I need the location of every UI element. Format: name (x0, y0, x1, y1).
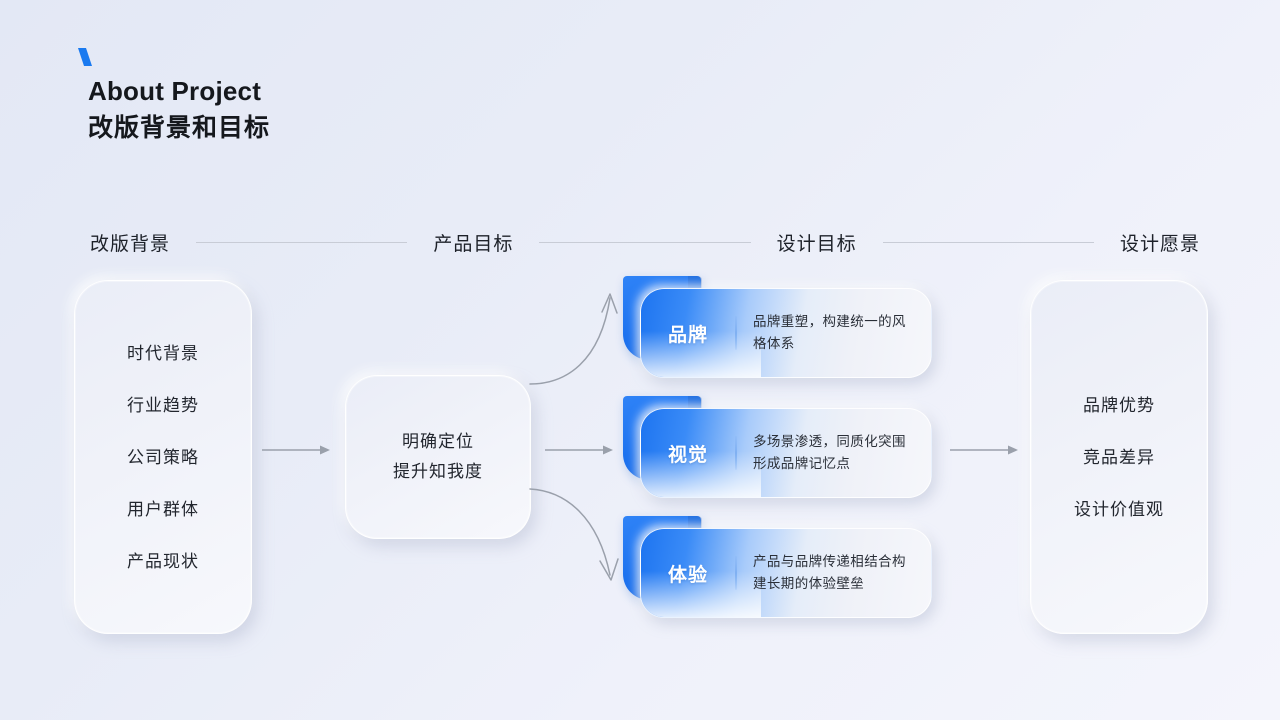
list-item: 时代背景 (127, 343, 199, 363)
column-header-product-goal: 产品目标 (433, 233, 514, 255)
design-goal-card-experience: 体验 产品与品牌传递相结合构建长期的体验壁垒 (623, 516, 932, 618)
column-header-background: 改版背景 (90, 233, 171, 255)
design-goal-card-brand: 品牌 品牌重塑，构建统一的风格体系 (623, 276, 932, 378)
slash-accent-icon (72, 46, 98, 72)
design-goal-card-visual: 视觉 多场景渗透，同质化突围形成品牌记忆点 (623, 396, 932, 498)
vision-card: 品牌优势 竞品差异 设计价值观 (1030, 280, 1208, 634)
column-header-design-goal: 设计目标 (776, 233, 857, 255)
product-goal-card: 明确定位 提升知我度 (345, 375, 531, 539)
list-item: 设计价值观 (1074, 499, 1164, 519)
vertical-divider (735, 316, 737, 350)
design-goal-label: 品牌 (667, 324, 708, 346)
design-goal-label: 体验 (667, 564, 708, 586)
page-title-cn: 改版背景和目标 (88, 114, 271, 143)
list-item: 用户群体 (127, 499, 199, 519)
design-goal-body: 视觉 多场景渗透，同质化突围形成品牌记忆点 (640, 408, 932, 498)
column-header-rule (539, 241, 751, 243)
design-goal-text: 多场景渗透，同质化突围形成品牌记忆点 (753, 434, 906, 471)
column-header-rule (196, 241, 408, 243)
column-header-row: 改版背景 产品目标 设计目标 设计愿景 (90, 226, 1200, 258)
design-goal-text: 产品与品牌传递相结合构建长期的体验壁垒 (753, 554, 906, 591)
arrow-goal-to-brand-icon (529, 293, 618, 385)
background-card: 时代背景 行业趋势 公司策略 用户群体 产品现状 (74, 280, 252, 634)
product-goal-line: 明确定位 (402, 432, 474, 451)
vertical-divider (735, 436, 737, 470)
list-item: 公司策略 (127, 447, 199, 467)
arrow-goal-to-design-icon (545, 445, 613, 455)
arrow-goal-to-experience-icon (529, 488, 619, 581)
page-header: About Project 改版背景和目标 (78, 46, 271, 143)
arrow-design-to-vision-icon (950, 445, 1018, 455)
column-header-design-vision: 设计愿景 (1119, 233, 1200, 255)
vertical-divider (735, 556, 737, 590)
design-goal-body: 品牌 品牌重塑，构建统一的风格体系 (640, 288, 932, 378)
list-item: 竞品差异 (1083, 447, 1155, 467)
arrow-background-to-goal-icon (262, 445, 330, 455)
design-goal-label: 视觉 (667, 444, 708, 466)
column-header-rule (882, 241, 1094, 243)
design-goal-text: 品牌重塑，构建统一的风格体系 (753, 314, 906, 351)
list-item: 品牌优势 (1083, 395, 1155, 415)
list-item: 产品现状 (127, 551, 199, 571)
product-goal-line: 提升知我度 (393, 462, 483, 481)
design-goal-body: 体验 产品与品牌传递相结合构建长期的体验壁垒 (640, 528, 932, 618)
page-title-en: About Project (88, 76, 262, 106)
list-item: 行业趋势 (127, 395, 199, 415)
